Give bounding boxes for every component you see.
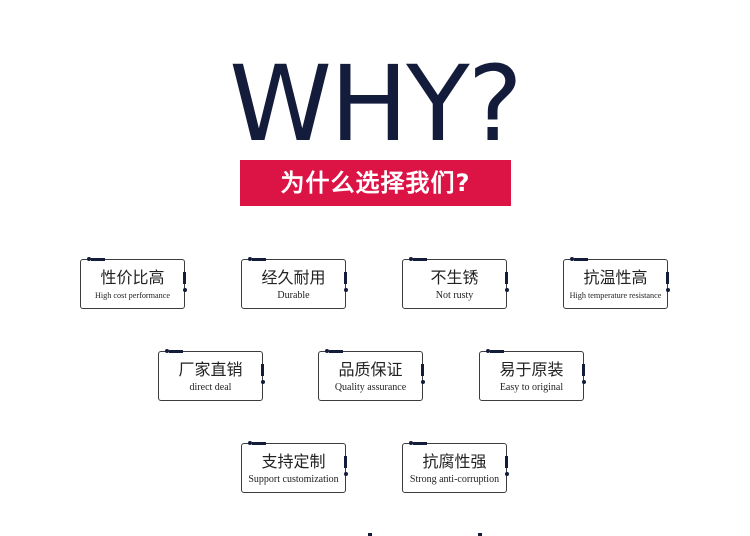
feature-cn-label: 不生锈: [430, 268, 479, 287]
feature-en-label: Strong anti-corruption: [409, 474, 500, 485]
side-dot-decoration: [344, 288, 348, 292]
feature-cn-label: 经久耐用: [261, 268, 326, 287]
corner-accent-decoration: [329, 350, 343, 353]
corner-dot-decoration: [409, 257, 413, 261]
feature-card-support-customization: 支持定制 Support customization: [241, 441, 348, 493]
feature-en-label: High temperature resistance: [569, 291, 662, 300]
footer-dot-decoration: [368, 533, 372, 536]
feature-en-label: direct deal: [189, 382, 232, 393]
footer-decoration: [368, 532, 488, 536]
feature-cn-label: 抗温性高: [583, 268, 648, 287]
corner-dot-decoration: [87, 257, 91, 261]
feature-card-anti-corruption: 抗腐性强 Strong anti-corruption: [402, 441, 509, 493]
feature-en-label: High cost performance: [94, 291, 171, 300]
side-dot-decoration: [421, 380, 425, 384]
side-dot-decoration: [344, 472, 348, 476]
corner-dot-decoration: [486, 349, 490, 353]
side-accent-decoration: [344, 456, 347, 468]
side-accent-decoration: [344, 272, 347, 284]
feature-cn-label: 品质保证: [338, 360, 403, 379]
side-dot-decoration: [582, 380, 586, 384]
feature-cn-label: 易于原装: [499, 360, 564, 379]
side-accent-decoration: [505, 456, 508, 468]
side-accent-decoration: [421, 364, 424, 376]
corner-dot-decoration: [248, 441, 252, 445]
feature-cn-label: 性价比高: [100, 268, 165, 287]
footer-dot-decoration: [478, 533, 482, 536]
corner-dot-decoration: [409, 441, 413, 445]
corner-accent-decoration: [574, 258, 588, 261]
feature-cn-label: 抗腐性强: [422, 452, 487, 471]
feature-en-label: Durable: [277, 290, 310, 301]
corner-accent-decoration: [252, 258, 266, 261]
feature-en-label: Quality assurance: [334, 382, 407, 393]
side-dot-decoration: [505, 472, 509, 476]
feature-card-quality-assurance: 品质保证 Quality assurance: [318, 349, 425, 401]
corner-dot-decoration: [248, 257, 252, 261]
side-dot-decoration: [505, 288, 509, 292]
feature-card-direct-deal: 厂家直销 direct deal: [158, 349, 265, 401]
feature-card-cost-performance: 性价比高 High cost performance: [80, 257, 187, 309]
feature-card-durable: 经久耐用 Durable: [241, 257, 348, 309]
corner-dot-decoration: [165, 349, 169, 353]
feature-card-temperature-resistance: 抗温性高 High temperature resistance: [563, 257, 670, 309]
feature-en-label: Easy to original: [499, 382, 564, 393]
corner-accent-decoration: [490, 350, 504, 353]
corner-accent-decoration: [169, 350, 183, 353]
corner-accent-decoration: [413, 442, 427, 445]
side-accent-decoration: [505, 272, 508, 284]
corner-dot-decoration: [325, 349, 329, 353]
corner-dot-decoration: [570, 257, 574, 261]
feature-cn-label: 厂家直销: [178, 360, 243, 379]
side-dot-decoration: [261, 380, 265, 384]
side-accent-decoration: [666, 272, 669, 284]
corner-accent-decoration: [252, 442, 266, 445]
corner-accent-decoration: [413, 258, 427, 261]
side-accent-decoration: [261, 364, 264, 376]
feature-cn-label: 支持定制: [261, 452, 326, 471]
feature-card-easy-to-original: 易于原装 Easy to original: [479, 349, 586, 401]
feature-card-not-rusty: 不生锈 Not rusty: [402, 257, 509, 309]
why-title: WHY?: [229, 43, 523, 165]
why-choose-us-banner: 为什么选择我们?: [240, 160, 511, 206]
corner-accent-decoration: [91, 258, 105, 261]
side-accent-decoration: [582, 364, 585, 376]
side-accent-decoration: [183, 272, 186, 284]
feature-en-label: Not rusty: [435, 290, 474, 301]
side-dot-decoration: [666, 288, 670, 292]
side-dot-decoration: [183, 288, 187, 292]
feature-en-label: Support customization: [248, 474, 339, 485]
